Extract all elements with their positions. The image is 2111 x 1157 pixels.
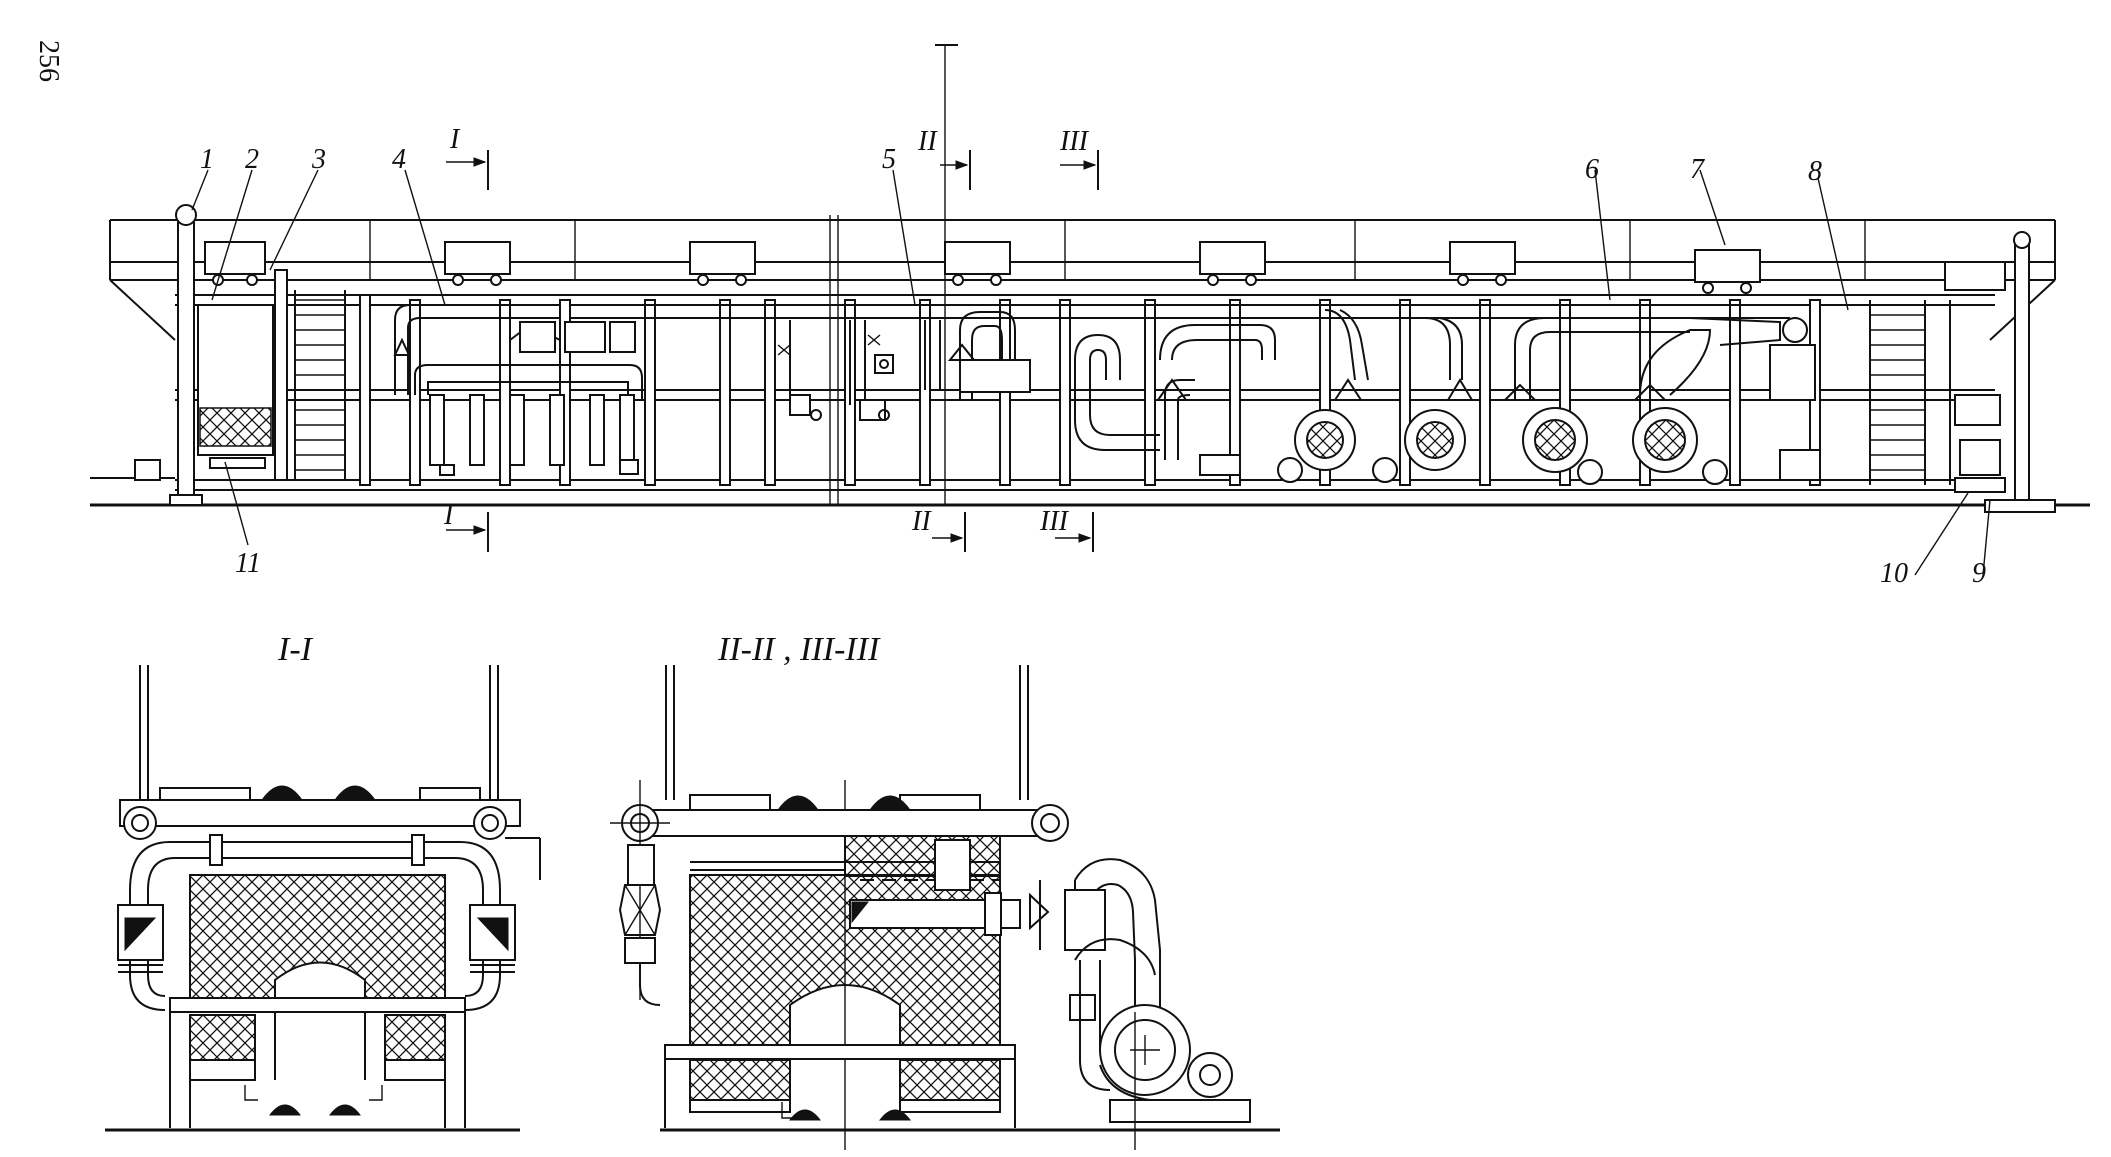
section-cut-marks [446, 150, 1099, 552]
callout-5: 5 [882, 144, 896, 175]
section-mark-bottom-II: II [911, 506, 932, 537]
right-staircase [1869, 300, 1926, 485]
callout-1: 1 [200, 144, 214, 175]
page-number: 256 [33, 40, 64, 82]
main-duct [570, 304, 1816, 476]
callout-labels: 1 2 3 4 5 6 7 8 9 10 11 I I II II III II… [200, 124, 1986, 589]
right-column [1949, 231, 2056, 513]
section-mark-bottom-III: III [1039, 506, 1070, 537]
main-elevation-view: 1 2 3 4 5 6 7 8 9 10 11 I I II II III II… [90, 44, 2090, 589]
blowers [1277, 407, 1821, 485]
callout-8: 8 [1808, 156, 1822, 187]
section-mark-top-III: III [1059, 126, 1090, 157]
section-I-I-title: I-I [277, 631, 314, 668]
left-staircase [294, 290, 346, 480]
section-II-III-view: II-II , III-III [610, 631, 1280, 1150]
burner-valves [774, 320, 941, 421]
callout-11: 11 [235, 548, 261, 579]
callout-6: 6 [1585, 154, 1599, 185]
section-mark-bottom-I: I [443, 500, 455, 531]
section-mark-top-I: I [449, 124, 461, 155]
left-column [134, 204, 288, 506]
callout-2: 2 [245, 144, 259, 175]
section-I-I-view: I-I [105, 631, 541, 1132]
callout-7: 7 [1690, 154, 1705, 185]
roof-carts [204, 241, 2006, 294]
leader-lines [191, 169, 1991, 576]
callout-10: 10 [1880, 558, 1908, 589]
section-II-III-title: II-II , III-III [717, 631, 881, 668]
callout-3: 3 [311, 144, 326, 175]
preheat-manifold [393, 304, 643, 476]
callout-9: 9 [1972, 558, 1986, 589]
center-column [935, 44, 958, 505]
section-mark-top-II: II [917, 126, 938, 157]
callout-4: 4 [392, 144, 406, 175]
